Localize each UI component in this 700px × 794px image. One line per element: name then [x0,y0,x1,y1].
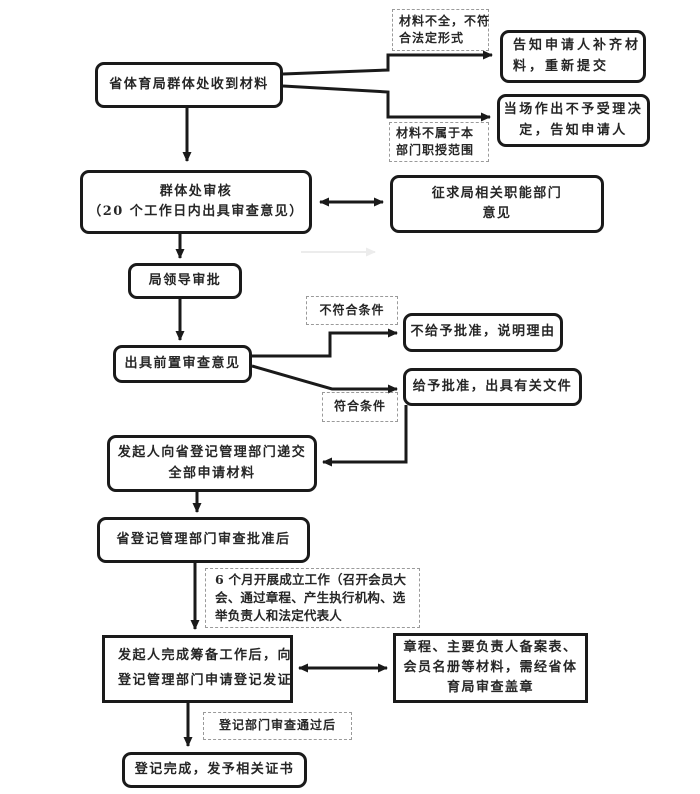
node-notify-resubmit: 告知申请人补齐材 料，重新提交 [500,30,646,83]
node-text: 会员名册等材料，需经省体 [403,659,578,675]
node-text: 不给予批准，说明理由 [410,324,556,340]
label-text: 登记部门审查通过后 [218,718,336,733]
label-text: 会、通过章程、产生执行机构、选 [215,589,406,605]
node-pre-review-opinion: 出具前置审查意见 [113,345,252,383]
node-text: 局领导审批 [148,272,222,288]
node-text: 登记管理部门申请登记发证 [118,673,293,688]
label-six-month-establishment: 6 个月开展成立工作（召开会员大 会、通过章程、产生执行机构、选 举负责人和法定… [205,568,420,628]
node-text: 省体育局群体处收到材料 [109,76,269,92]
arrow-preopinion-to-approve [251,364,398,394]
node-approve-issue-documents: 给予批准，出具有关文件 [403,368,582,406]
arrow-preopinion-to-noapprove [252,328,398,358]
label-text: 6 个月开展成立工作（召开会员大 [215,571,407,587]
node-leader-approval: 局领导审批 [128,263,242,299]
label-text: 材料不全，不符 [399,13,491,28]
node-text: （20 个工作日内出具审查意见） [88,204,304,219]
node-text: 群体处审核 [159,183,233,199]
node-text: 发起人完成筹备工作后，向 [118,648,293,664]
node-materials-need-stamp: 章程、主要负责人备案表、 会员名册等材料，需经省体 育局审查盖章 [393,633,588,703]
label-not-qualified: 不符合条件 [306,296,398,325]
node-text: 料，重新提交 [513,58,610,74]
arrow-approve-to-submit [322,405,408,467]
node-preparation-complete-apply: 发起人完成筹备工作后，向 登记管理部门申请登记发证 [102,635,293,703]
node-text: 给予批准，出具有关文件 [412,378,573,394]
node-text: 意见 [482,206,512,221]
node-not-approve: 不给予批准，说明理由 [403,313,563,352]
node-text: 育局审查盖章 [446,680,534,696]
label-qualified: 符合条件 [322,392,398,422]
label-text: 材料不属于本 [396,125,475,140]
label-materials-incomplete: 材料不全，不符 合法定形式 [392,9,489,51]
node-text: 当场作出不予受理决 [503,102,644,118]
label-text: 不符合条件 [319,302,385,317]
node-text: 告知申请人补齐材 [513,38,642,54]
node-text: 定，告知申请人 [519,122,628,138]
arrow-scope-to-reject [282,84,491,122]
node-text: 征求局相关职能部门 [431,185,563,201]
label-text: 合法定形式 [399,31,465,45]
node-text: 全部申请材料 [168,465,256,481]
node-submit-all-materials: 发起人向省登记管理部门递交 全部申请材料 [107,435,317,492]
label-registration-review-passed: 登记部门审查通过后 [203,712,352,740]
node-text: 登记完成，发予相关证书 [134,761,295,777]
node-receive-materials: 省体育局群体处收到材料 [95,62,283,108]
node-division-review: 群体处审核 （20 个工作日内出具审查意见） [80,170,312,234]
node-text: 省登记管理部门审查批准后 [116,531,291,547]
label-materials-out-of-scope: 材料不属于本 部门职授范围 [389,122,489,162]
arrow-incomplete-to-notify [282,50,493,76]
node-text: 发起人向省登记管理部门递交 [117,445,307,461]
label-text: 举负责人和法定代表人 [215,608,343,624]
node-consult-departments: 征求局相关职能部门 意见 [390,175,604,233]
label-text: 部门职授范围 [396,143,475,157]
node-reject-onsite: 当场作出不予受理决 定，告知申请人 [497,94,650,147]
node-text: 出具前置审查意见 [124,355,241,371]
node-registration-complete: 登记完成，发予相关证书 [122,752,307,788]
node-text: 章程、主要负责人备案表、 [403,639,578,655]
label-text: 符合条件 [333,399,386,414]
node-registration-dept-approval: 省登记管理部门审查批准后 [97,517,310,563]
